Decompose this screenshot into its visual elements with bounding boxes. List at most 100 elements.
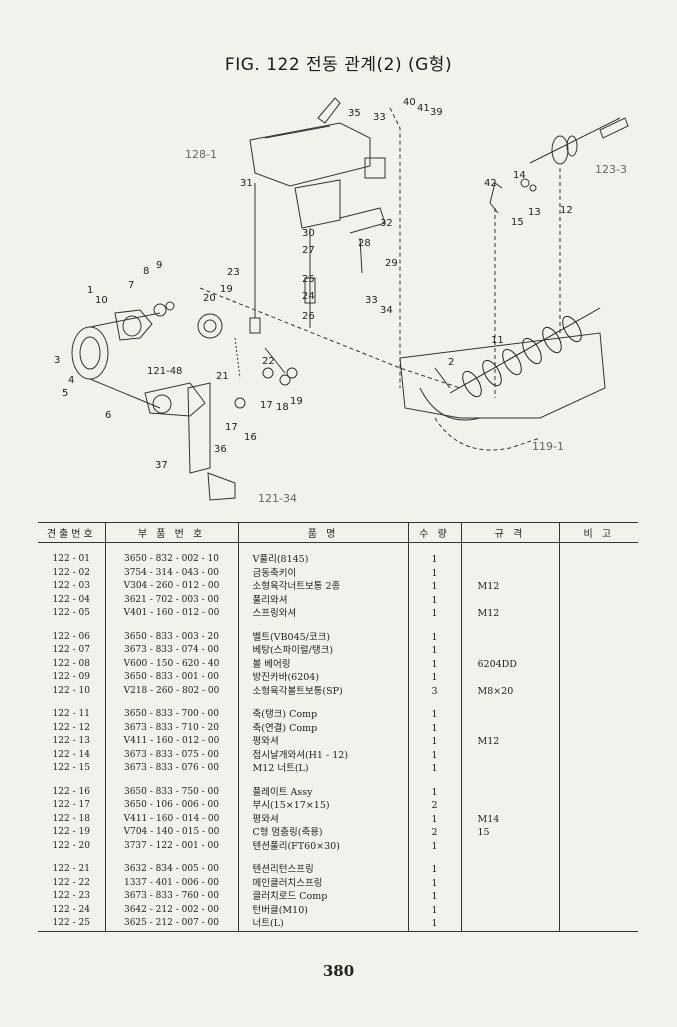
callout-label: 29 <box>385 258 398 269</box>
cell-part: V218 - 260 - 802 - 00 <box>104 684 238 698</box>
cell-remark <box>558 735 638 749</box>
cell-remark <box>558 903 638 917</box>
callout-label: 21 <box>216 371 229 382</box>
cell-qty: 1 <box>407 607 461 621</box>
cell-spec: M12 <box>460 607 559 621</box>
cell-qty: 1 <box>407 630 461 644</box>
cell-name: 스프링와셔 <box>237 607 408 621</box>
cell-qty: 1 <box>407 553 461 567</box>
cell-part: 3621 - 702 - 003 - 00 <box>104 593 238 607</box>
group-spacer <box>38 775 638 786</box>
figure-title: FIG. 122 전동 관계(2) (G형) <box>224 55 453 75</box>
cell-remark <box>558 762 638 776</box>
cell-part: 3673 - 833 - 076 - 00 <box>104 762 238 776</box>
cell-spec: M8×20 <box>460 684 559 698</box>
cell-name: 축(연결) Comp <box>237 721 408 735</box>
cell-qty: 1 <box>407 762 461 776</box>
callout-label: 19 <box>290 396 303 407</box>
cell-qty: 1 <box>407 785 461 799</box>
cell-part: 3673 - 833 - 710 - 20 <box>104 721 238 735</box>
callout-label: 7 <box>128 280 134 291</box>
cell-remark <box>558 671 638 685</box>
cell-name: 턴버클(M10) <box>237 903 408 917</box>
cell-part: 3754 - 314 - 043 - 00 <box>104 566 238 580</box>
cell-no: 122 - 03 <box>52 581 90 591</box>
callout-labels: 35 33 40 41 39 128-1 31 30 32 27 28 29 2… <box>54 97 627 505</box>
cell-qty: 1 <box>407 735 461 749</box>
cell-qty: 1 <box>407 812 461 826</box>
cell-qty: 1 <box>407 890 461 904</box>
cell-part: V304 - 260 - 012 - 00 <box>104 580 238 594</box>
group-spacer <box>38 853 638 863</box>
cell-name: 플레이트 Assy <box>237 785 408 799</box>
cell-name: 풀리와셔 <box>237 593 408 607</box>
cell-no: 122 - 23 <box>52 891 90 901</box>
cell-name: 방진카바(6204) <box>237 671 408 685</box>
cell-no: 122 - 07 <box>52 645 90 655</box>
cell-part: 3642 - 212 - 002 - 00 <box>104 903 238 917</box>
column-header: 견출번호 <box>38 522 105 543</box>
page-number: 380 <box>322 962 355 980</box>
callout-label: 20 <box>203 293 216 304</box>
cell-spec <box>460 671 559 685</box>
cell-qty: 1 <box>407 721 461 735</box>
callout-label: 10 <box>95 295 108 306</box>
callout-label: 41 <box>417 103 430 114</box>
cell-qty: 1 <box>407 863 461 877</box>
group-spacer <box>38 620 638 631</box>
callout-label: 25 <box>302 274 315 285</box>
cell-name: 소형육각너트보통 2종 <box>237 580 408 594</box>
callout-label: 14 <box>513 170 526 181</box>
cell-name: V풀리(8145) <box>237 553 408 567</box>
cell-spec: M14 <box>460 812 559 826</box>
callout-label: 128-1 <box>185 148 217 161</box>
callout-label: 121-34 <box>258 492 297 505</box>
callout-label: 2 <box>448 357 454 368</box>
cell-name: 부시(15×17×15) <box>237 799 408 813</box>
cell-no: 122 - 18 <box>52 813 90 824</box>
callout-label: 34 <box>380 305 393 316</box>
cell-remark <box>558 785 638 799</box>
callout-label: 17 <box>260 400 273 411</box>
cell-spec <box>460 762 559 776</box>
cell-spec <box>460 785 559 799</box>
cell-no: 122 - 11 <box>52 709 90 719</box>
callout-label: 36 <box>214 444 227 455</box>
cell-no: 122 - 14 <box>52 749 90 760</box>
cell-remark <box>558 566 638 580</box>
callout-label: 11 <box>491 335 504 346</box>
cell-remark <box>558 553 638 567</box>
cell-remark <box>558 607 638 621</box>
callout-label: 4 <box>68 375 74 386</box>
cell-no: 122 - 10 <box>52 685 90 696</box>
cell-spec: M12 <box>460 580 559 594</box>
cell-part: 3650 - 833 - 003 - 20 <box>104 630 238 644</box>
cell-part: 3632 - 834 - 005 - 00 <box>104 863 238 877</box>
cell-remark <box>558 708 638 722</box>
cell-name: 축(탱크) Comp <box>237 708 408 722</box>
callout-label: 27 <box>302 245 315 256</box>
callout-label: 1 <box>87 285 93 296</box>
cell-name: 너트(L) <box>237 917 408 932</box>
cell-no: 122 - 12 <box>52 722 90 733</box>
cell-name: 텐션리턴스프링 <box>237 863 408 877</box>
callout-label: 18 <box>276 402 289 413</box>
cell-no: 122 - 05 <box>52 608 90 618</box>
cell-remark <box>558 890 638 904</box>
cell-qty: 1 <box>407 748 461 762</box>
cell-remark <box>558 580 638 594</box>
cell-remark <box>558 593 638 607</box>
